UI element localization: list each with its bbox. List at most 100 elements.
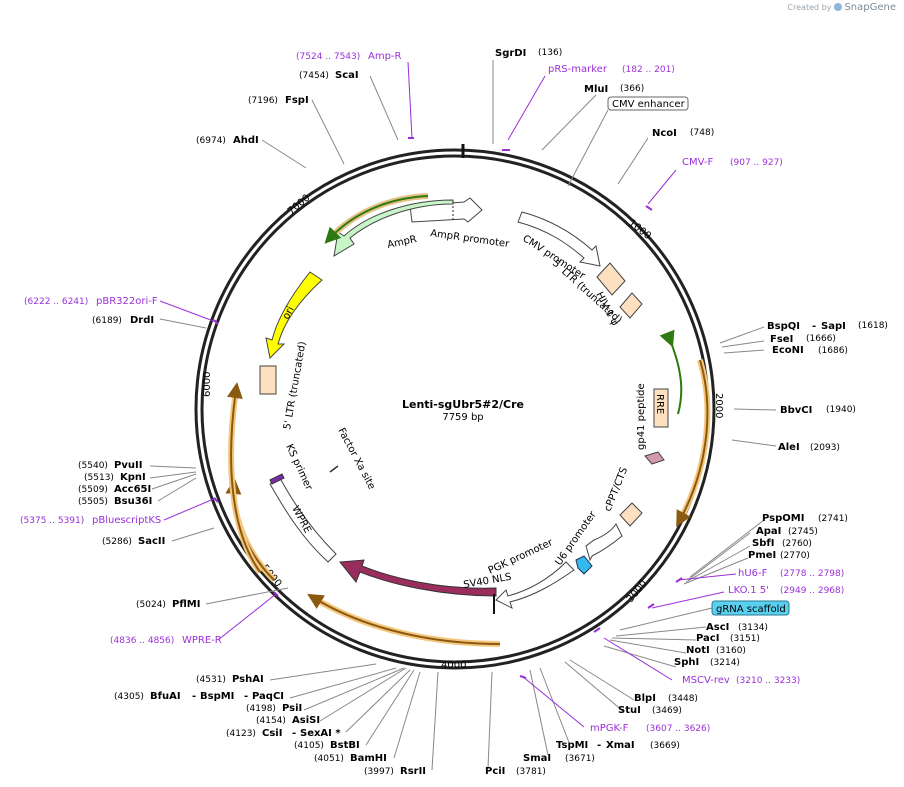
- primer-lko1-pos: (2949 .. 2968): [780, 586, 844, 596]
- enz-pvuii: PvuII: [114, 460, 142, 471]
- enz-sapi: SapI: [821, 321, 846, 332]
- orf-bottom: [312, 595, 501, 647]
- ltr-left-feature[interactable]: [259, 365, 277, 395]
- enz-bspqi-pos: (1618): [858, 321, 888, 331]
- enz-bsu36i: Bsu36I: [114, 496, 152, 507]
- watermark-brand: SnapGene: [844, 2, 896, 13]
- pgk-promoter-feature[interactable]: [495, 561, 575, 609]
- primer-wpre-r: WPRE-R: [182, 635, 222, 646]
- label-ampr: AmpR: [386, 234, 418, 251]
- cmv-enhancer-box[interactable]: [607, 96, 689, 111]
- rre-feature[interactable]: [653, 388, 669, 428]
- primer-hu6-f-pos: (2778 .. 2798): [780, 569, 844, 579]
- enz-bsu36i-pos: (5505): [78, 497, 108, 507]
- enz-bbvci: BbvCI: [780, 405, 812, 416]
- enz-ncoi-pos: (748): [690, 128, 714, 138]
- enz-blpi: BlpI: [634, 693, 656, 704]
- wpre-feature[interactable]: [269, 477, 337, 563]
- enz-bstbi: BstBI: [330, 740, 360, 751]
- primer-wpre-r-pos: (4836 .. 4856): [110, 636, 174, 646]
- enz-paci-pos: (3151): [730, 634, 760, 644]
- label-u6-promoter: U6 promoter: [553, 509, 599, 568]
- enz-mlui-pos: (366): [620, 84, 644, 94]
- enz-alei: AleI: [778, 442, 800, 453]
- primer-prs-marker-pos: (182 .. 201): [622, 65, 675, 75]
- enz-bspqi: BspQI: [767, 321, 800, 332]
- cmv-promoter-feature[interactable]: [517, 211, 601, 267]
- gp41-feature[interactable]: [644, 451, 665, 465]
- enz-pshai: PshAI: [232, 674, 264, 685]
- enz-sep-1: -: [812, 321, 816, 332]
- enz-blpi-pos: (3448): [668, 694, 698, 704]
- ltr-right-feature[interactable]: [596, 262, 626, 296]
- primer-cmv-f: CMV-F: [682, 157, 713, 168]
- ori-feature[interactable]: [265, 271, 323, 360]
- enz-pspomi-pos: (2741): [818, 514, 848, 524]
- enz-rsrii-pos: (3997): [364, 767, 394, 777]
- cmv-enhancer-leader: [567, 109, 609, 187]
- enz-stui: StuI: [618, 705, 641, 716]
- u6-cyan-feature[interactable]: [575, 555, 593, 575]
- enz-scai-pos: (7454): [299, 71, 329, 81]
- primer-pbr322ori-f: pBR322ori-F: [96, 296, 158, 307]
- label-factor-xa: Factor Xa site: [335, 426, 377, 491]
- primer-pbluescriptks: pBluescriptKS: [92, 515, 161, 526]
- enz-mlui: MluI: [584, 84, 608, 95]
- enz-sep-5: -: [244, 691, 248, 702]
- ampr-feature[interactable]: [333, 199, 454, 257]
- orf-left-2-line: [226, 382, 261, 573]
- enz-xmai: XmaI: [606, 740, 635, 751]
- enz-sep-3: -: [292, 728, 296, 739]
- enz-pvuii-pos: (5540): [78, 461, 108, 471]
- ks-primer-feature[interactable]: [269, 473, 285, 485]
- watermark-prefix: Created by: [787, 3, 832, 12]
- ampr-promoter-feature[interactable]: [409, 197, 483, 223]
- enz-pcii: PciI: [485, 766, 505, 777]
- green-right: [659, 329, 683, 415]
- enz-smai-pos: (3671): [565, 754, 595, 764]
- factor-xa-feature[interactable]: [329, 465, 339, 473]
- primer-pbluescriptks-pos: (5375 .. 5391): [20, 516, 84, 526]
- primer-lko1: LKO.1 5': [728, 585, 769, 596]
- enz-rsrii: RsrII: [400, 766, 426, 777]
- leader-lines: [149, 60, 777, 771]
- enz-bbvci-pos: (1940): [826, 405, 856, 415]
- enz-psii: PsiI: [282, 703, 302, 714]
- enz-csii-pos: (4123): [226, 729, 256, 739]
- enz-pspomi: PspOMI: [762, 513, 804, 524]
- cre-feature[interactable]: [339, 559, 497, 597]
- enz-bstbi-pos: (4105): [294, 741, 324, 751]
- ampr-outer-arrow-line: [324, 195, 429, 244]
- plasmid-length: 7759 bp: [442, 412, 483, 423]
- enz-fsei-pos: (1666): [806, 334, 836, 344]
- enz-pmei-pos: (2770): [780, 551, 810, 561]
- orf-bottom-line: [307, 593, 501, 645]
- watermark: Created by SnapGene: [787, 2, 896, 13]
- cppt-feature[interactable]: [619, 502, 643, 527]
- enz-bamhi-pos: (4051): [314, 754, 344, 764]
- enz-sep-4: -: [192, 691, 196, 702]
- grna-scaffold-box[interactable]: [711, 600, 790, 616]
- enz-bfuai-pos: (4305): [114, 692, 144, 702]
- tick-6000: 6000: [202, 372, 213, 397]
- enz-alei-pos: (2093): [810, 443, 840, 453]
- backbone-outer: [194, 148, 716, 670]
- plasmid-name: Lenti-sgUbr5#2/Cre: [402, 398, 524, 411]
- enz-pmei: PmeI: [748, 550, 776, 561]
- grna-scaffold-leader: [619, 607, 713, 631]
- enz-sacii: SacII: [138, 536, 165, 547]
- hiv-psi-feature[interactable]: [619, 292, 643, 319]
- feature-tracks: [259, 193, 669, 614]
- label-ks-primer: KS primer: [283, 443, 314, 493]
- u6-promoter-feature[interactable]: [585, 523, 623, 562]
- tick-7000: 7000: [286, 193, 313, 218]
- enz-fsei: FseI: [770, 334, 793, 345]
- primer-mpgk-f: mPGK-F: [590, 723, 629, 734]
- enz-drdi-pos: (6189): [92, 316, 122, 326]
- orf-right-line: [676, 359, 709, 528]
- grna-scaffold-label: gRNA scaffold: [716, 604, 786, 615]
- enz-acc65i: Acc65I: [114, 484, 151, 495]
- enz-fspi: FspI: [285, 95, 309, 106]
- enz-bfuai: BfuAI: [150, 691, 181, 702]
- enz-tspmi: TspMI: [556, 740, 588, 751]
